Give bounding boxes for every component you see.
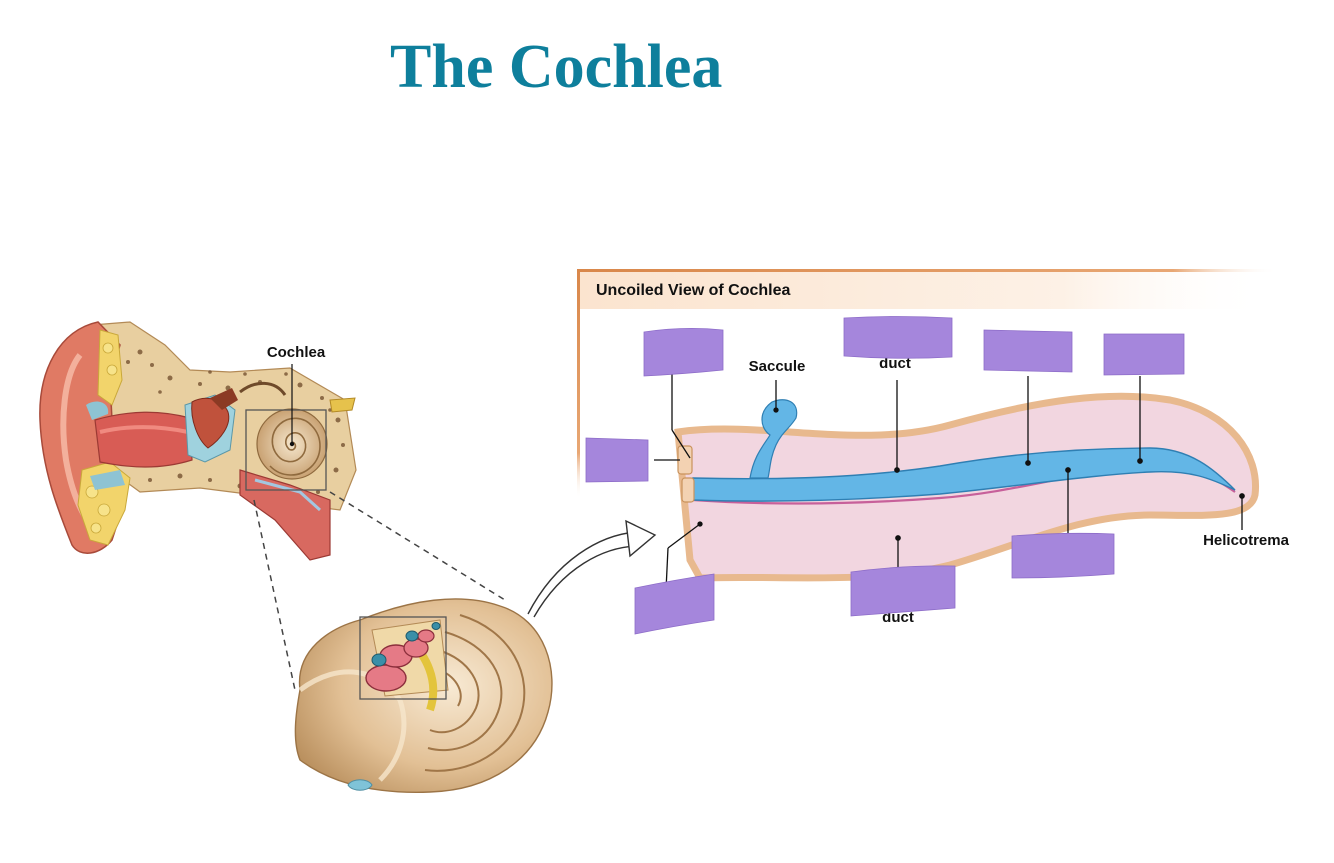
hidden-label-box-8 <box>634 573 715 635</box>
ear-anatomy-illustration: Cochlea <box>39 321 357 561</box>
cross-section-inset-box <box>359 616 447 700</box>
hidden-label-box-5 <box>1103 333 1185 376</box>
page-title: The Cochlea <box>390 33 723 101</box>
panel-title: Uncoiled View of Cochlea <box>596 282 791 299</box>
uncoiled-view-panel: Uncoiled View of Cochlea Saccule duct <box>577 269 1290 635</box>
zoom-arrow-head <box>625 519 657 558</box>
cochlear-duct <box>692 447 1236 502</box>
cochlea-cross-sections <box>365 619 449 712</box>
label-cochlea: Cochlea <box>267 344 326 361</box>
label-saccule: Saccule <box>749 358 806 375</box>
label-helicotrema: Helicotrema <box>1203 532 1290 549</box>
hidden-label-box-7 <box>850 565 956 617</box>
zoom-arrow <box>527 531 637 615</box>
hidden-label-box-3 <box>843 316 953 359</box>
round-window <box>681 477 695 503</box>
cochlea-inset-box <box>245 409 327 491</box>
zoom-line-right <box>329 491 506 601</box>
hidden-label-box-6 <box>1011 532 1115 579</box>
hidden-label-box-4 <box>983 329 1073 373</box>
shell-coils <box>424 614 526 772</box>
cochlea-enlarged-illustration <box>294 598 553 793</box>
ear-canal <box>94 411 193 468</box>
label-duct-upper: duct <box>879 355 911 372</box>
saccule <box>749 399 798 479</box>
auditory-tube <box>239 469 331 561</box>
panel-header <box>580 271 1270 309</box>
hidden-label-box-1 <box>643 328 724 377</box>
hidden-label-box-2 <box>585 437 649 483</box>
